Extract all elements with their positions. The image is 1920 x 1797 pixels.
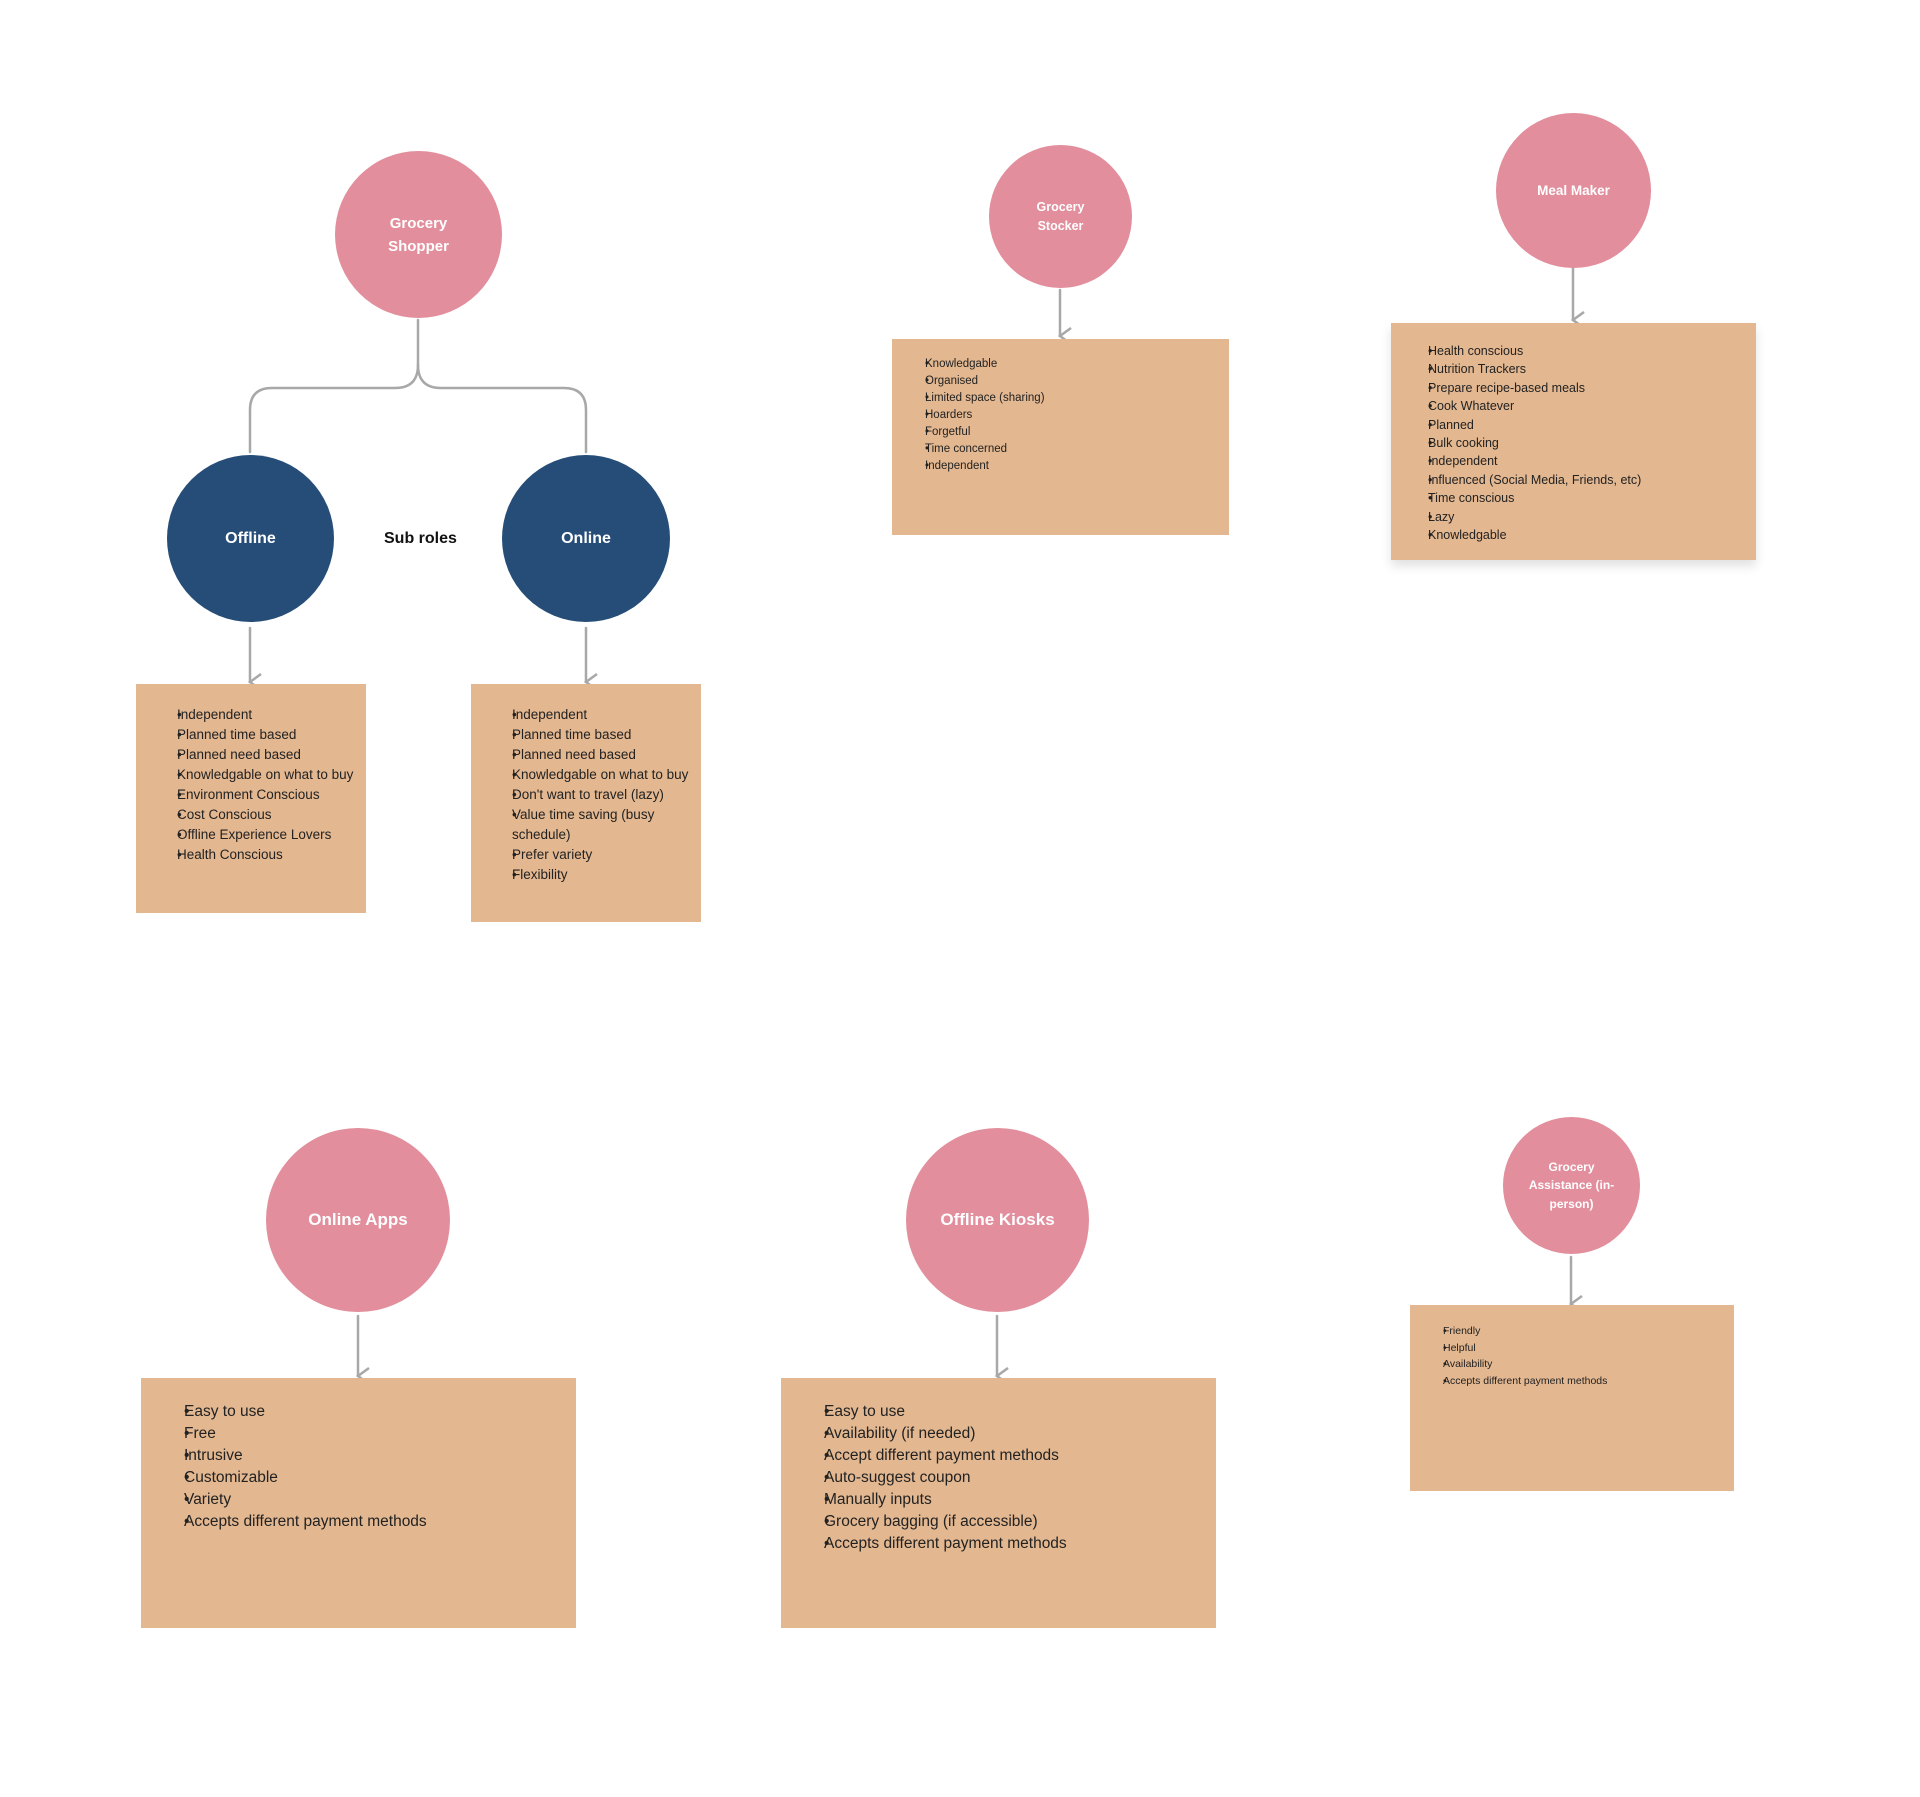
trait-item: Independent: [164, 705, 358, 725]
trait-item: Planned need based: [164, 745, 358, 765]
trait-item: Cook Whatever: [1417, 397, 1748, 416]
offline-subrole-node: Offline: [167, 455, 334, 622]
trait-item: Friendly: [1432, 1323, 1726, 1340]
trait-item: Planned time based: [499, 725, 693, 745]
kiosks-traits-list: Easy to useAvailability (if needed)Accep…: [811, 1401, 1208, 1555]
online-traits-list: IndependentPlanned time basedPlanned nee…: [499, 705, 693, 885]
trait-item: Prepare recipe-based meals: [1417, 379, 1748, 398]
trait-item: Time conscious: [1417, 489, 1748, 508]
trait-item: Knowledgable: [914, 356, 1221, 373]
trait-item: Grocery bagging (if accessible): [811, 1511, 1208, 1533]
shopper-split-connector: [248, 318, 420, 454]
grocery-stocker-title: Grocery Stocker: [1036, 199, 1085, 233]
trait-item: Customizable: [171, 1467, 568, 1489]
trait-item: Accepts different payment methods: [811, 1533, 1208, 1555]
assistance-traits-list: FriendlyHelpfulAvailabilityAccepts diffe…: [1432, 1323, 1726, 1389]
trait-item: Health Conscious: [164, 845, 358, 865]
trait-item: Cost Conscious: [164, 805, 358, 825]
trait-item: Don't want to travel (lazy): [499, 785, 693, 805]
trait-item: Availability: [1432, 1356, 1726, 1373]
trait-item: Bulk cooking: [1417, 434, 1748, 453]
trait-item: Lazy: [1417, 508, 1748, 527]
trait-item: Free: [171, 1423, 568, 1445]
stocker-traits-box: KnowledgableOrganisedLimited space (shar…: [892, 339, 1229, 535]
offline-kiosks-title: Offline Kiosks: [940, 1210, 1055, 1229]
trait-item: Forgetful: [914, 424, 1221, 441]
trait-item: Availability (if needed): [811, 1423, 1208, 1445]
sub-roles-label: Sub roles: [384, 530, 457, 547]
grocery-shopper-title: Grocery Shopper: [388, 214, 449, 255]
trait-item: Value time saving (busy schedule): [499, 805, 693, 845]
offline-subrole-title: Offline: [225, 529, 276, 547]
assistance-traits-box: FriendlyHelpfulAvailabilityAccepts diffe…: [1410, 1305, 1734, 1491]
online-subrole-node: Online: [502, 455, 670, 622]
trait-item: Time concerned: [914, 441, 1221, 458]
meal-maker-title: Meal Maker: [1537, 183, 1610, 198]
trait-item: Auto-suggest coupon: [811, 1467, 1208, 1489]
trait-item: Intrusive: [171, 1445, 568, 1467]
trait-item: Organised: [914, 373, 1221, 390]
trait-item: Independent: [914, 458, 1221, 475]
grocery-stocker-node: Grocery Stocker: [989, 145, 1132, 288]
onlineapps-traits-list: Easy to useFreeIntrusiveCustomizableVari…: [171, 1401, 568, 1533]
offline-kiosks-node: Offline Kiosks: [906, 1128, 1089, 1312]
mealmaker-traits-box: Health consciousNutrition TrackersPrepar…: [1391, 323, 1756, 560]
online-apps-title: Online Apps: [308, 1210, 408, 1229]
trait-item: Accepts different payment methods: [171, 1511, 568, 1533]
trait-item: Offline Experience Lovers: [164, 825, 358, 845]
trait-item: Planned time based: [164, 725, 358, 745]
trait-item: Environment Conscious: [164, 785, 358, 805]
offline-traits-box: IndependentPlanned time basedPlanned nee…: [136, 684, 366, 913]
trait-item: Accept different payment methods: [811, 1445, 1208, 1467]
trait-item: Easy to use: [811, 1401, 1208, 1423]
trait-item: Health conscious: [1417, 342, 1748, 361]
trait-item: Variety: [171, 1489, 568, 1511]
trait-item: Influenced (Social Media, Friends, etc): [1417, 471, 1748, 490]
trait-item: Independent: [499, 705, 693, 725]
trait-item: Knowledgable on what to buy: [164, 765, 358, 785]
online-subrole-title: Online: [561, 529, 611, 547]
trait-item: Helpful: [1432, 1340, 1726, 1357]
grocery-assistance-node: Grocery Assistance (in-person): [1503, 1117, 1640, 1254]
shopper-split-connector-right: [416, 363, 588, 454]
grocery-shopper-node: Grocery Shopper: [335, 151, 502, 318]
offline-traits-list: IndependentPlanned time basedPlanned nee…: [164, 705, 358, 865]
trait-item: Nutrition Trackers: [1417, 360, 1748, 379]
trait-item: Hoarders: [914, 407, 1221, 424]
kiosks-traits-box: Easy to useAvailability (if needed)Accep…: [781, 1378, 1216, 1628]
trait-item: Planned need based: [499, 745, 693, 765]
onlineapps-traits-box: Easy to useFreeIntrusiveCustomizableVari…: [141, 1378, 576, 1628]
trait-item: Knowledgable on what to buy: [499, 765, 693, 785]
trait-item: Independent: [1417, 452, 1748, 471]
trait-item: Limited space (sharing): [914, 390, 1221, 407]
trait-item: Flexibility: [499, 865, 693, 885]
trait-item: Accepts different payment methods: [1432, 1373, 1726, 1390]
trait-item: Manually inputs: [811, 1489, 1208, 1511]
grocery-assistance-title: Grocery Assistance (in-person): [1528, 1159, 1615, 1211]
trait-item: Easy to use: [171, 1401, 568, 1423]
online-traits-box: IndependentPlanned time basedPlanned nee…: [471, 684, 701, 922]
meal-maker-node: Meal Maker: [1496, 113, 1651, 268]
online-apps-node: Online Apps: [266, 1128, 450, 1312]
trait-item: Knowledgable: [1417, 526, 1748, 545]
mealmaker-traits-list: Health consciousNutrition TrackersPrepar…: [1417, 342, 1748, 545]
trait-item: Planned: [1417, 416, 1748, 435]
trait-item: Prefer variety: [499, 845, 693, 865]
stocker-traits-list: KnowledgableOrganisedLimited space (shar…: [914, 356, 1221, 475]
